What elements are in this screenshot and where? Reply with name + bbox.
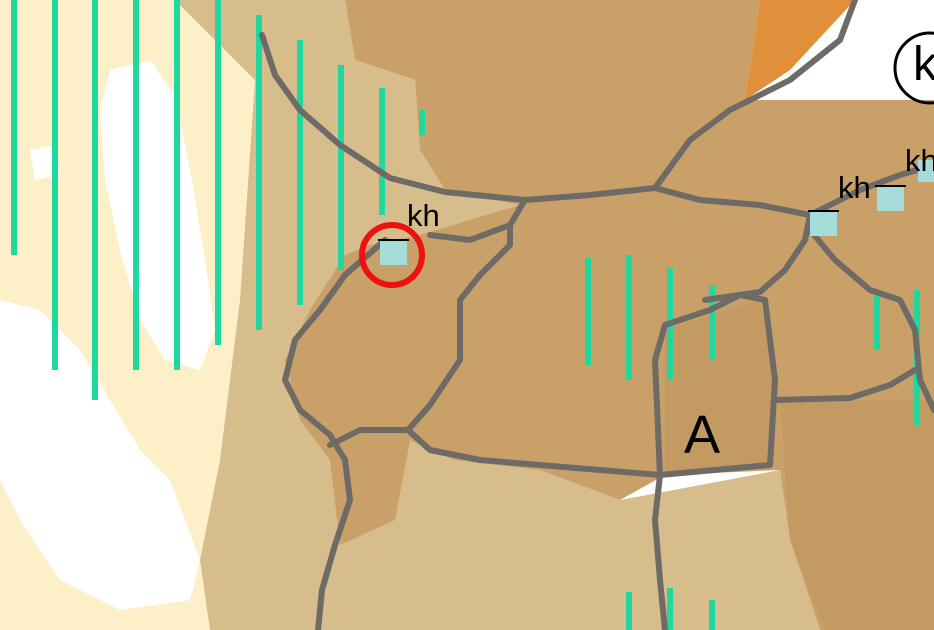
label-circle-k: k (913, 38, 934, 91)
brown-zone-main (285, 0, 934, 630)
orange-zone (745, 0, 855, 100)
road-1 (259, 32, 528, 203)
site-symbol-4 (918, 160, 934, 182)
circle-k-symbol (893, 31, 934, 105)
road-6 (327, 222, 513, 448)
site-symbol-2 (810, 211, 837, 236)
label-kh-2: kh (838, 170, 871, 205)
road-10 (807, 227, 934, 413)
road-4 (427, 197, 528, 243)
label-area-a: A (684, 405, 721, 465)
red-circle-highlight-icon[interactable] (359, 222, 425, 288)
road-11 (772, 367, 918, 403)
road-3 (652, 0, 858, 191)
site-symbol-3 (877, 186, 904, 211)
road-2 (522, 185, 813, 218)
road-network (259, 0, 934, 630)
green-hatch-bottom (626, 588, 715, 630)
brown-zone-right (780, 400, 934, 630)
white-patch-2 (0, 300, 200, 610)
brown-parcel-a (665, 300, 775, 475)
road-8 (652, 472, 668, 630)
white-patch-1 (100, 60, 215, 370)
site-symbol-1 (380, 240, 407, 265)
label-kh-1: kh (407, 198, 440, 233)
label-kh-3: kh (905, 143, 934, 178)
road-5 (282, 237, 388, 630)
road-7 (405, 292, 778, 478)
green-hatch-left (11, 0, 425, 400)
road-9 (702, 162, 934, 303)
site-symbols (378, 160, 934, 265)
